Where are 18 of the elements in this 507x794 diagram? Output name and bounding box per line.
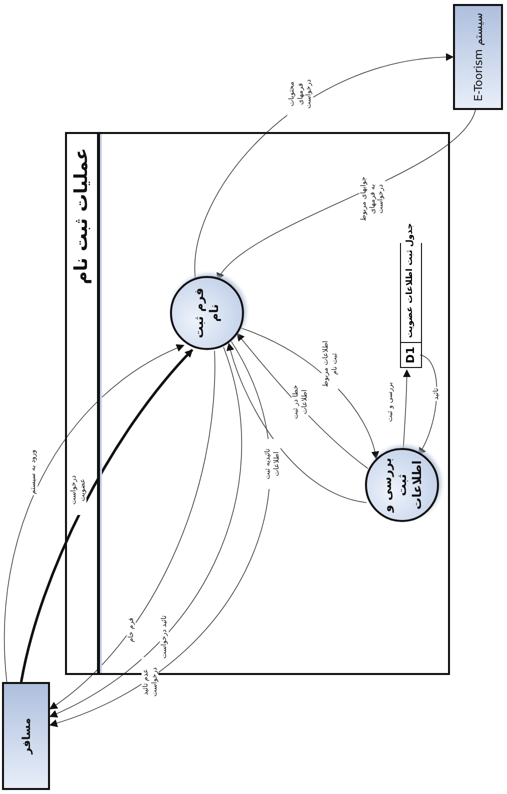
- arrow: [226, 342, 367, 504]
- entity-label: سیستم E-Toorism: [472, 12, 484, 102]
- process-circle: [365, 448, 439, 522]
- external-entity: [453, 4, 503, 110]
- process-label: فرم ثبت نام: [192, 286, 222, 340]
- arrow: [49, 350, 215, 710]
- store-id: D1: [401, 342, 421, 368]
- process-circle: [170, 276, 244, 350]
- boundary-title: عملیات ثبت نام: [71, 148, 93, 284]
- arrow: [418, 354, 438, 456]
- arrow: [217, 110, 476, 281]
- process-label: بررسی و ثبت اطلاعات: [380, 457, 424, 513]
- store-name: جدول ثبت اطلاعات عضویت: [404, 223, 416, 338]
- external-entity: [2, 682, 50, 790]
- arrow: [402, 369, 411, 451]
- arrow: [194, 54, 454, 280]
- arrow: [49, 346, 242, 717]
- entity-label: مسافر: [20, 718, 32, 754]
